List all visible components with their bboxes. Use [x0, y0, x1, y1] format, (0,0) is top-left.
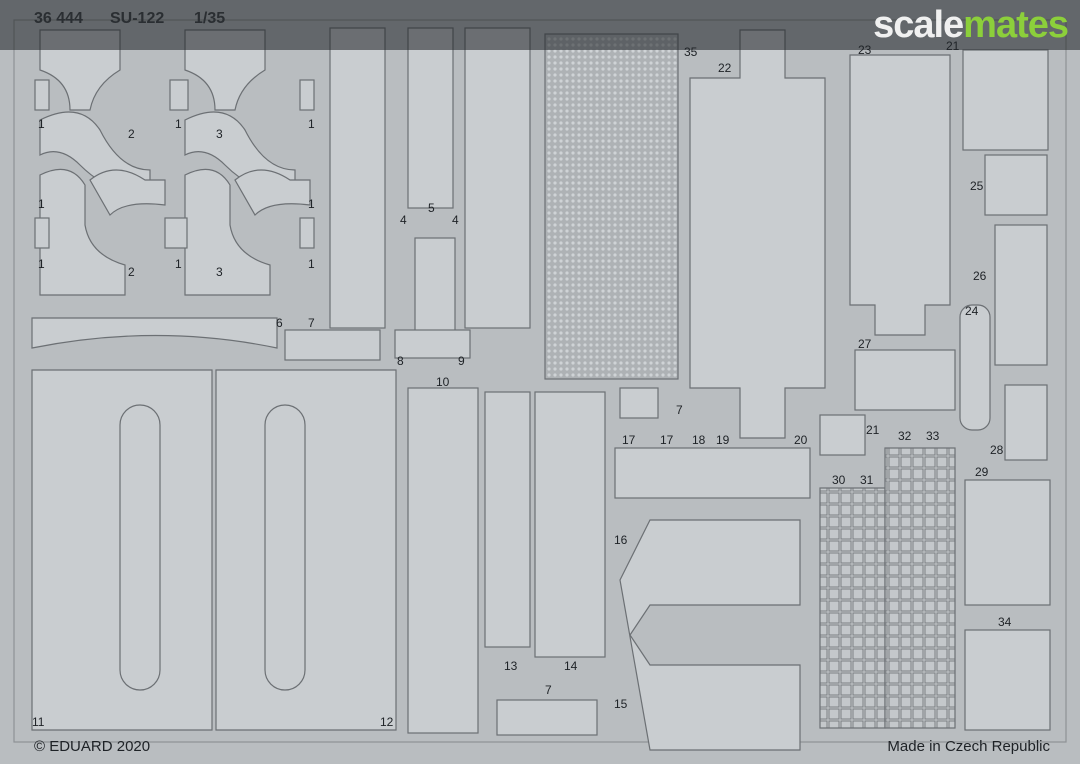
part-number: 1 — [175, 117, 182, 131]
kit-scale: 1/35 — [194, 10, 226, 27]
scalemates-watermark: scalemates — [873, 4, 1069, 46]
part-11-hatch — [31, 369, 213, 731]
part-number: 2 — [128, 265, 135, 279]
part-number: 1 — [175, 257, 182, 271]
part-number: 1 — [308, 197, 315, 211]
part-number: 18 — [692, 433, 706, 447]
parts-15-16-plates — [619, 519, 801, 751]
parts-32-33-grilles — [884, 447, 956, 729]
part-4-strips — [329, 27, 386, 329]
part-number: 31 — [860, 473, 874, 487]
part-7-clips — [619, 387, 659, 419]
part-14-panel — [534, 391, 606, 658]
part-number: 28 — [990, 443, 1004, 457]
part-number: 2 — [128, 127, 135, 141]
parts-17-20-clips — [614, 447, 811, 499]
part-number: 27 — [858, 337, 872, 351]
part-number: 24 — [965, 304, 979, 318]
part-1-clip — [169, 79, 189, 111]
part-1-clip — [164, 217, 188, 249]
parts-30-31-grilles — [819, 487, 886, 729]
part-34-straps — [964, 629, 1051, 731]
model-name: SU-122 — [110, 10, 165, 27]
part-number: 25 — [970, 179, 984, 193]
part-1-clip — [299, 79, 315, 111]
part-24-link — [959, 304, 991, 431]
part-number: 33 — [926, 429, 940, 443]
part-number: 9 — [458, 354, 465, 368]
part-1-clip — [299, 217, 315, 249]
part-number: 17 — [660, 433, 674, 447]
part-25-clips — [984, 154, 1048, 216]
part-8-9-base — [394, 329, 471, 359]
part-number: 30 — [832, 473, 846, 487]
part-number: 4 — [452, 213, 459, 227]
part-5-strips — [407, 27, 454, 209]
part-23-panel — [849, 54, 951, 336]
part-number: 7 — [545, 683, 552, 697]
part-29-straps — [964, 479, 1051, 606]
part-number: 14 — [564, 659, 578, 673]
part-21-clips — [819, 414, 866, 456]
part-number: 16 — [614, 533, 628, 547]
part-13-panel — [484, 391, 531, 648]
part-number: 26 — [973, 269, 987, 283]
part-3-bracket-bottom — [184, 168, 311, 296]
part-number: 10 — [436, 375, 450, 389]
part-number: 21 — [946, 39, 960, 53]
part-number: 11 — [32, 715, 45, 729]
part-1-clip — [34, 79, 50, 111]
part-26-strip — [994, 224, 1048, 366]
part-number: 1 — [38, 257, 45, 271]
origin-text: Made in Czech Republic — [887, 738, 1050, 755]
part-number: 17 — [622, 433, 636, 447]
part-2-bracket-bottom — [39, 168, 166, 296]
part-number: 35 — [684, 45, 698, 59]
part-number: 5 — [428, 201, 435, 215]
part-35-mesh-screen — [544, 33, 679, 380]
part-number: 23 — [858, 43, 872, 57]
watermark-band — [0, 0, 1080, 50]
part-number: 22 — [718, 61, 732, 75]
hatch-opening — [264, 404, 306, 691]
part-4-strips — [464, 27, 531, 329]
part-number: 34 — [998, 615, 1012, 629]
part-number: 1 — [308, 117, 315, 131]
part-number: 8 — [397, 354, 404, 368]
part-7-clips — [284, 329, 381, 361]
part-21-clips — [962, 49, 1049, 151]
part-number: 19 — [716, 433, 730, 447]
part-number: 1 — [38, 117, 45, 131]
part-number: 7 — [308, 316, 315, 330]
part-number: 3 — [216, 127, 223, 141]
part-1-clip — [34, 217, 50, 249]
part-number: 7 — [676, 403, 683, 417]
part-number: 15 — [614, 697, 628, 711]
part-number: 6 — [276, 316, 283, 330]
part-number: 13 — [504, 659, 518, 673]
part-7-clips — [496, 699, 598, 736]
part-10-panel — [407, 387, 479, 734]
part-number: 32 — [898, 429, 912, 443]
part-6-strip — [31, 317, 278, 349]
kit-code: 36 444 — [34, 10, 83, 27]
copyright-text: © EDUARD 2020 — [34, 738, 151, 755]
part-number: 1 — [38, 197, 45, 211]
part-28-strip — [1004, 384, 1048, 461]
part-22-panel — [689, 29, 826, 439]
part-number: 21 — [866, 423, 880, 437]
part-number: 4 — [400, 213, 407, 227]
part-27-plates — [854, 349, 956, 411]
hatch-opening — [119, 404, 161, 691]
part-number: 20 — [794, 433, 808, 447]
part-12-hatch — [215, 369, 397, 731]
part-number: 12 — [380, 715, 394, 729]
part-number: 3 — [216, 265, 223, 279]
part-number: 29 — [975, 465, 989, 479]
part-number: 1 — [308, 257, 315, 271]
